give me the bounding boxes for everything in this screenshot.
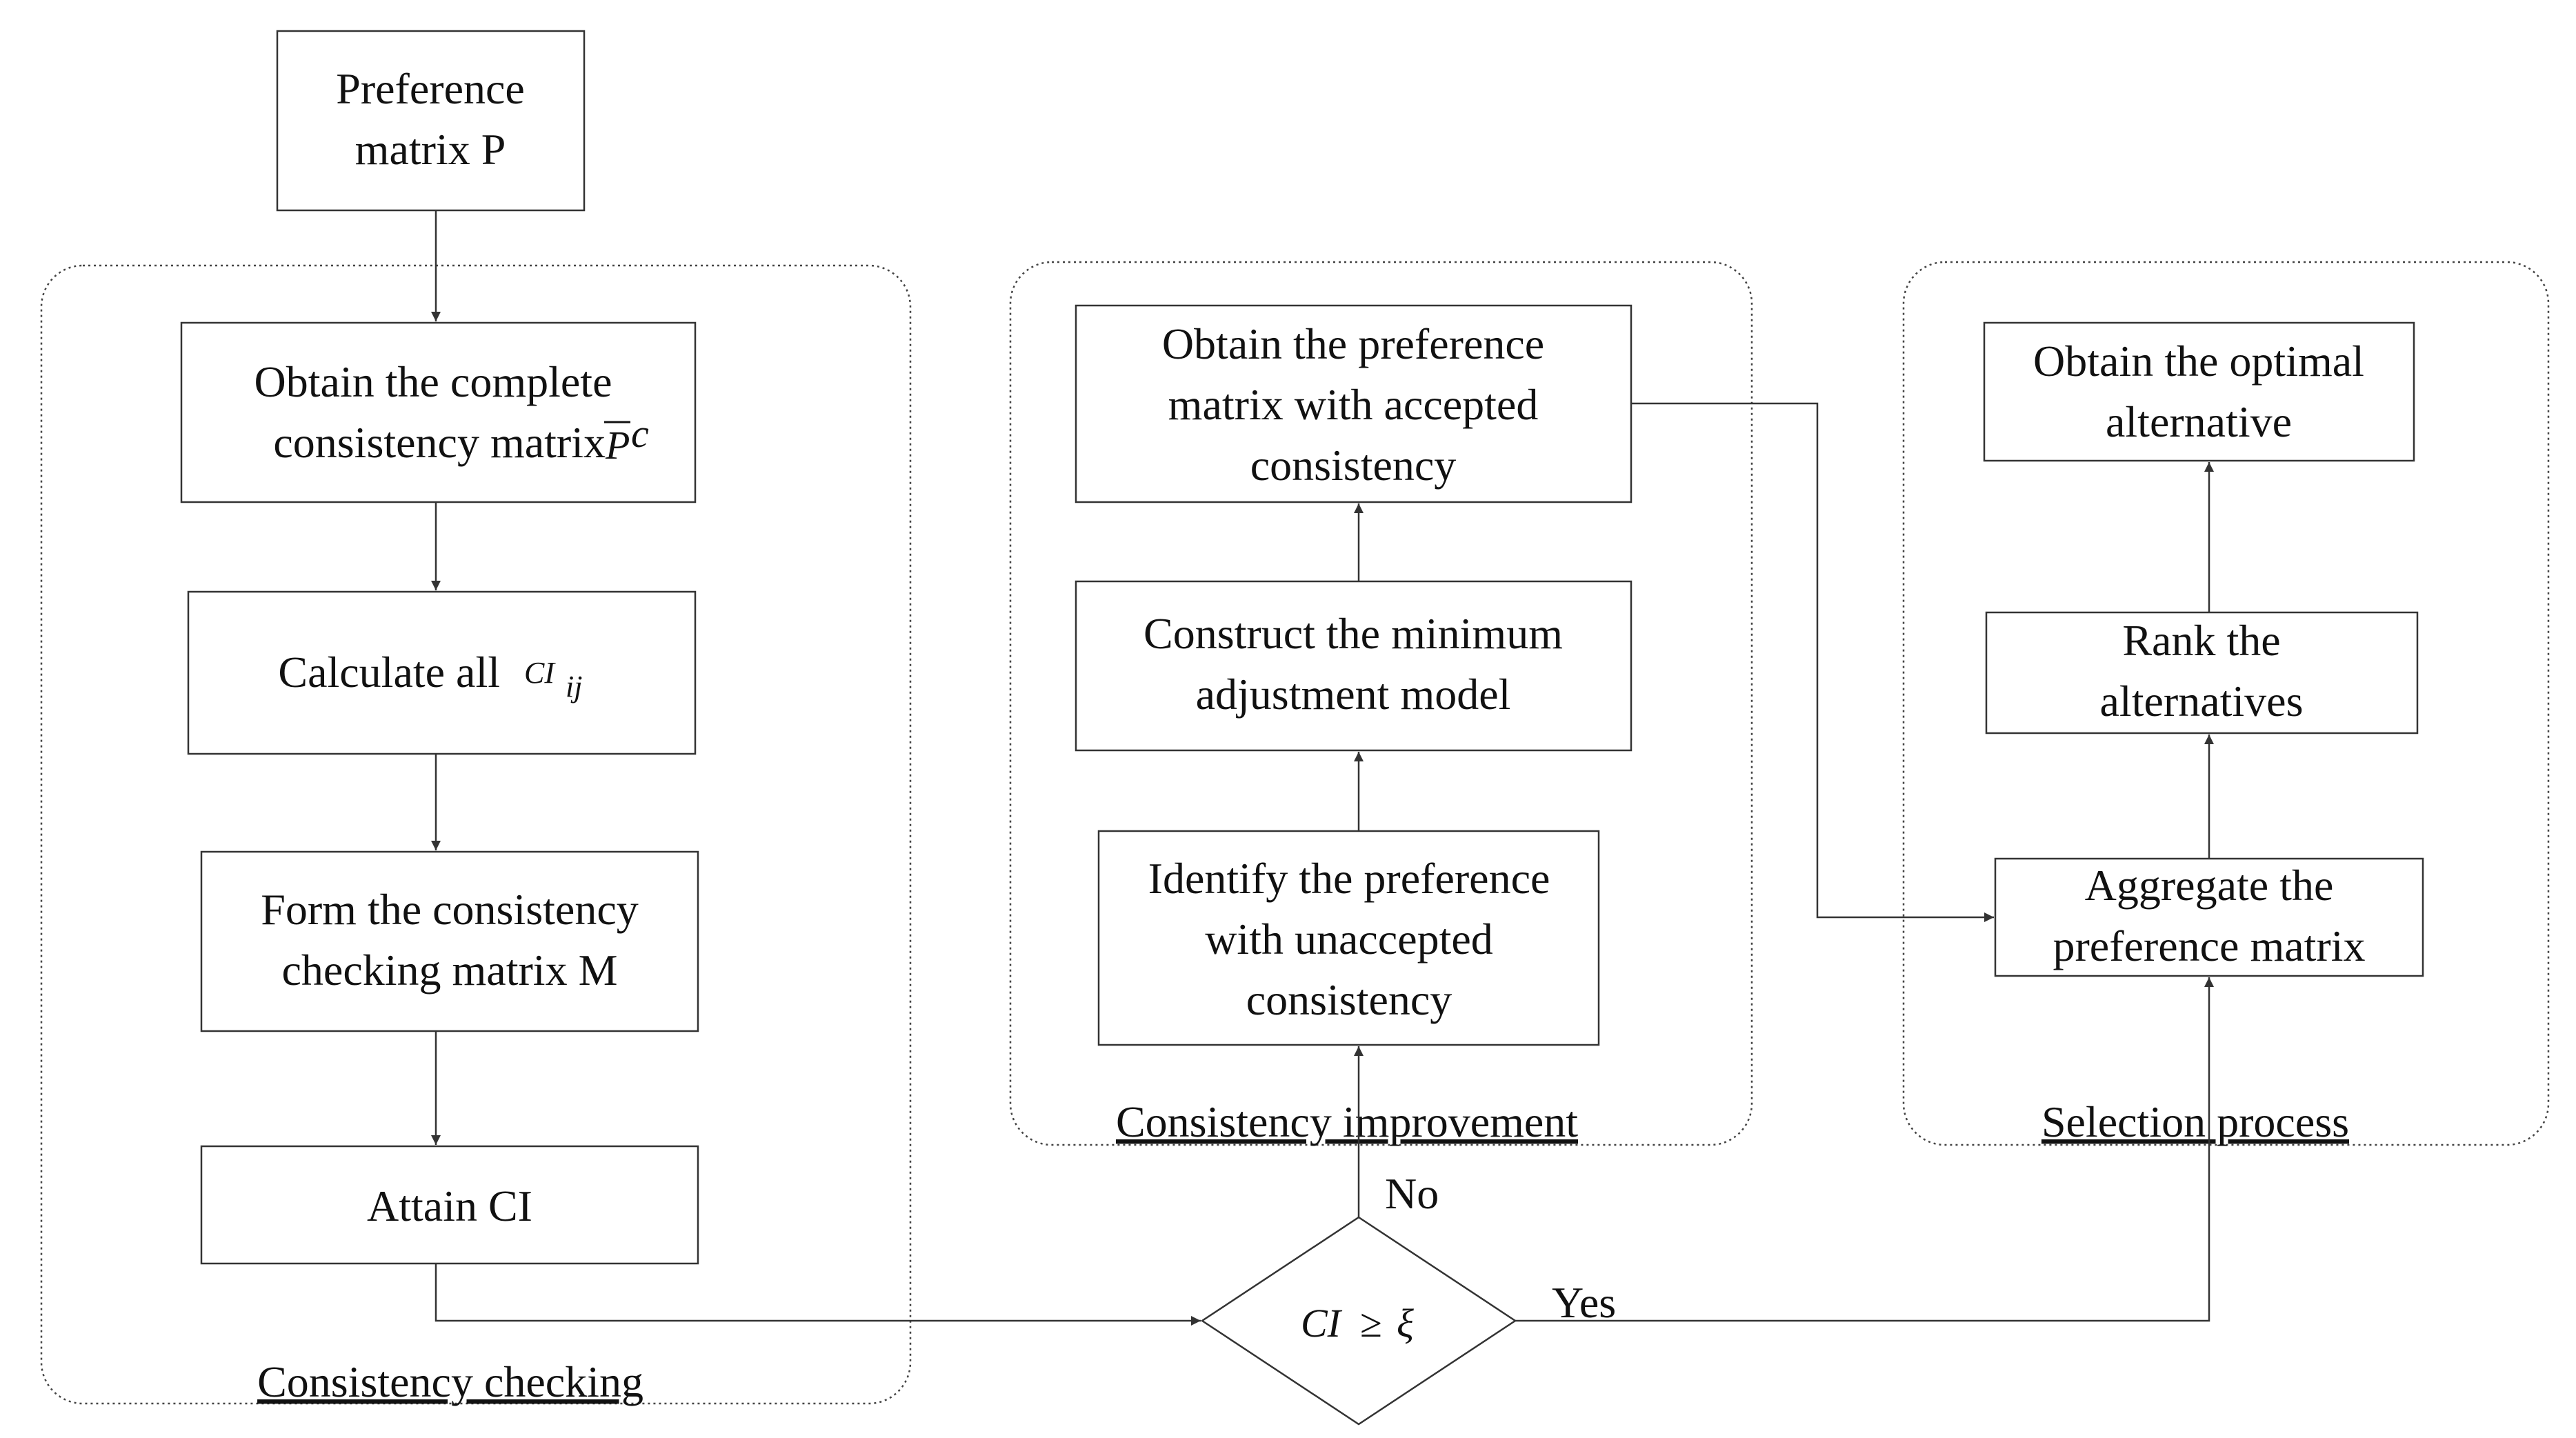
decision-xi: ξ <box>1397 1301 1414 1346</box>
node-identify-unaccepted <box>1097 830 1600 1046</box>
group-consistency-checking <box>40 264 912 1405</box>
edge-label-no: No <box>1385 1169 1439 1218</box>
group-label-selection-process: Selection process <box>2041 1097 2349 1146</box>
node-label: Preference <box>336 64 525 113</box>
node-preference-matrix <box>276 30 586 212</box>
ci-symbol: CI <box>524 656 556 690</box>
edge-accepted-to-aggregate <box>1631 402 1994 922</box>
node-label: alternatives <box>2100 677 2304 726</box>
node-label: Obtain the complete <box>254 357 612 406</box>
node-form-checking-matrix <box>200 850 699 1032</box>
group-selection-process <box>1902 261 2550 1146</box>
group-label-consistency-checking: Consistency checking <box>257 1357 643 1406</box>
decision-ge: ≥ <box>1360 1301 1382 1346</box>
node-label: Aggregate the <box>2085 861 2334 910</box>
edge-attain-to-decision <box>435 1264 1201 1326</box>
node-label: matrix with accepted <box>1168 380 1539 429</box>
node-aggregate <box>1994 857 2424 977</box>
group-label-consistency-improvement: Consistency improvement <box>1116 1097 1578 1146</box>
node-label: Obtain the optimal <box>2033 337 2364 386</box>
node-optimal <box>1983 321 2415 462</box>
node-obtain-accepted <box>1075 304 1633 503</box>
node-label: preference matrix <box>2053 921 2365 970</box>
edge-decision-yes-to-aggregate <box>1515 977 2214 1322</box>
decision-ci: CI <box>1301 1301 1343 1346</box>
node-label: Identify the preference <box>1148 854 1550 903</box>
node-label: consistency <box>1250 441 1457 490</box>
node-label: with unaccepted <box>1205 915 1493 963</box>
node-label: checking matrix M <box>282 946 618 995</box>
node-attain-ci <box>200 1145 699 1265</box>
node-label: adjustment model <box>1196 670 1511 719</box>
subscript-ij: ij <box>566 670 582 703</box>
node-rank <box>1985 611 2419 735</box>
node-label: matrix P <box>355 125 506 174</box>
node-label: Obtain the preference <box>1162 319 1544 368</box>
node-construct-model <box>1075 580 1633 752</box>
node-label: Construct the minimum <box>1144 609 1563 658</box>
node-label: Rank the <box>2122 616 2280 665</box>
superscript-c: c <box>631 411 649 456</box>
decision-diamond <box>1200 1216 1517 1426</box>
edge-label-yes: Yes <box>1552 1278 1616 1327</box>
node-label: Calculate all <box>278 648 500 697</box>
node-label: consistency matrix <box>273 418 606 467</box>
node-label: Form the consistency <box>261 885 638 934</box>
node-label: consistency <box>1246 975 1452 1024</box>
node-label: alternative <box>2106 397 2292 446</box>
node-label: Attain CI <box>367 1181 532 1230</box>
matrix-symbol-p: P <box>605 423 630 468</box>
node-calculate-ci <box>187 590 697 755</box>
node-obtain-complete-consistency-matrix <box>180 321 697 503</box>
